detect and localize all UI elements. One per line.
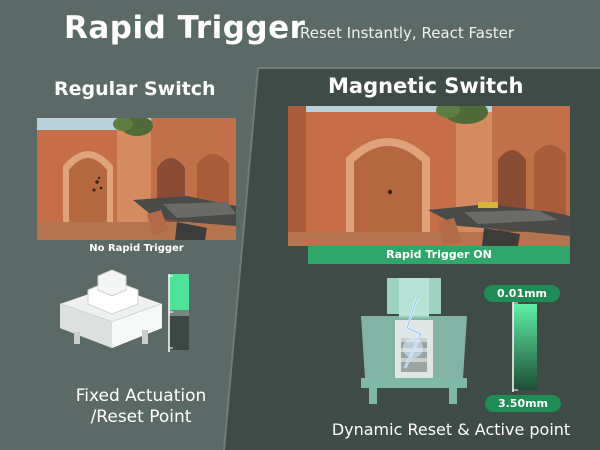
page-title: Rapid Trigger [64,10,306,46]
regular-switch-image [54,268,166,358]
regular-description: Fixed Actuation /Reset Point [52,386,230,428]
regular-description-line1: Fixed Actuation [75,386,207,406]
regular-travel-meter [168,274,189,352]
magnetic-switch-image [355,278,473,408]
magnetic-description: Dynamic Reset & Active point [331,420,571,439]
regular-scene-caption: No Rapid Trigger [89,243,184,254]
magnetic-scene-caption: Rapid Trigger ON [308,246,570,264]
magnetic-switch-title: Magnetic Switch [328,74,524,98]
regular-game-scene [37,118,236,240]
min-travel-badge: 0.01mm [484,285,560,302]
page-subtitle: Reset Instantly, React Faster [300,24,515,42]
regular-switch-title: Regular Switch [54,78,216,100]
regular-description-line2: /Reset Point [90,407,192,427]
magnetic-travel-meter [512,302,537,392]
magnetic-game-scene [288,106,570,246]
max-travel-badge: 3.50mm [485,395,561,412]
